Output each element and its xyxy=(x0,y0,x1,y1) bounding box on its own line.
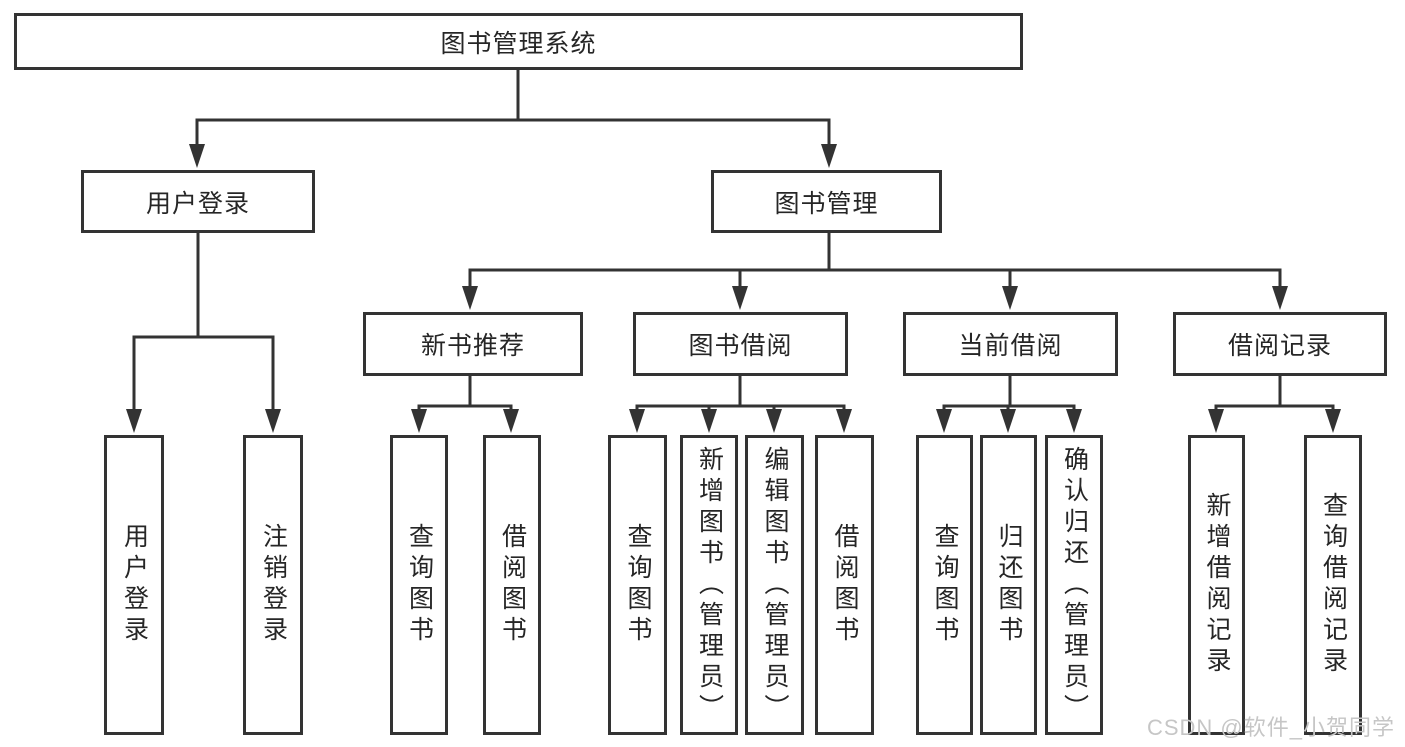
leaf-bb-add-books-admin: 新增图书（管理员） xyxy=(680,435,738,735)
leaf-bb-borrow-books-label: 借阅图书 xyxy=(831,523,859,647)
node-current-borrowing-label: 当前借阅 xyxy=(958,332,1063,360)
arrowheads xyxy=(126,144,1341,433)
node-user-login-label: 用户登录 xyxy=(145,189,250,218)
leaf-bb-borrow-books: 借阅图书 xyxy=(815,435,874,735)
node-borrow-records: 借阅记录 xyxy=(1173,312,1387,376)
node-root-label: 图书管理系统 xyxy=(440,29,597,58)
leaf-bb-add-books-admin-label: 新增图书（管理员） xyxy=(695,445,724,725)
leaf-nb-query-books: 查询图书 xyxy=(390,435,448,735)
leaf-cb-return-books: 归还图书 xyxy=(980,435,1037,735)
node-new-book-recommend-label: 新书推荐 xyxy=(420,332,525,360)
leaf-user-login: 用户登录 xyxy=(104,435,164,735)
node-book-management-label: 图书管理 xyxy=(774,189,879,218)
leaf-br-query-record-label: 查询借阅记录 xyxy=(1319,492,1348,678)
leaf-br-add-record-label: 新增借阅记录 xyxy=(1203,492,1231,678)
leaf-cb-confirm-return-admin: 确认归还（管理员） xyxy=(1045,435,1103,735)
leaf-nb-query-books-label: 查询图书 xyxy=(405,523,434,647)
leaf-cb-confirm-return-admin-label: 确认归还（管理员） xyxy=(1060,445,1089,725)
leaf-cb-query-books-label: 查询图书 xyxy=(931,523,959,647)
leaf-bb-edit-books-admin: 编辑图书（管理员） xyxy=(745,435,804,735)
node-current-borrowing: 当前借阅 xyxy=(903,312,1118,376)
node-new-book-recommend: 新书推荐 xyxy=(363,312,583,376)
node-book-management: 图书管理 xyxy=(711,170,942,233)
watermark: CSDN @软件_小贺同学 xyxy=(1146,715,1395,740)
leaf-cb-query-books: 查询图书 xyxy=(916,435,973,735)
leaf-user-login-label: 用户登录 xyxy=(120,523,149,647)
leaf-nb-borrow-books-label: 借阅图书 xyxy=(498,523,527,647)
node-root: 图书管理系统 xyxy=(14,13,1023,70)
leaf-bb-query-books-label: 查询图书 xyxy=(624,523,652,647)
node-borrow-records-label: 借阅记录 xyxy=(1227,332,1332,360)
leaf-bb-edit-books-admin-label: 编辑图书（管理员） xyxy=(761,445,789,725)
leaf-br-add-record: 新增借阅记录 xyxy=(1188,435,1245,735)
leaf-cb-return-books-label: 归还图书 xyxy=(995,523,1023,647)
leaf-logout-label: 注销登录 xyxy=(259,523,288,647)
node-book-borrowing-label: 图书借阅 xyxy=(688,332,793,360)
node-user-login: 用户登录 xyxy=(81,170,315,233)
node-book-borrowing: 图书借阅 xyxy=(633,312,848,376)
leaf-bb-query-books: 查询图书 xyxy=(608,435,667,735)
leaf-logout: 注销登录 xyxy=(243,435,303,735)
leaf-nb-borrow-books: 借阅图书 xyxy=(483,435,541,735)
leaf-br-query-record: 查询借阅记录 xyxy=(1304,435,1362,735)
